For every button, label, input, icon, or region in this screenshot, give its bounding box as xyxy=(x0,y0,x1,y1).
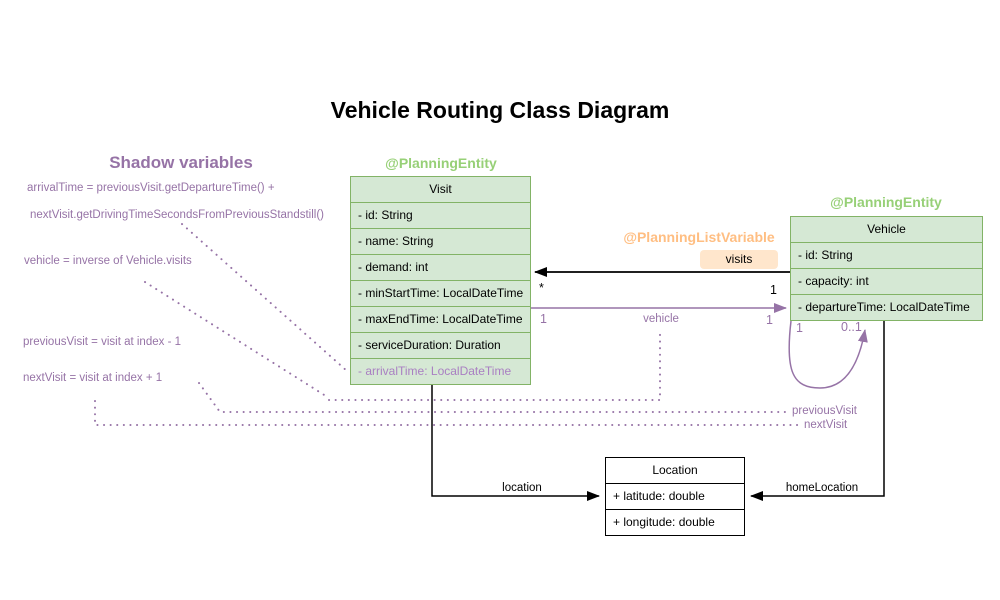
vehicle-field-id: - id: String xyxy=(791,242,982,268)
planning-list-variable-annotation: @PlanningListVariable xyxy=(623,229,775,245)
home-location-edge-label: homeLocation xyxy=(785,482,859,494)
vehicle-class-name: Vehicle xyxy=(867,222,906,236)
visit-class-box: Visit - id: String - name: String - dema… xyxy=(350,176,531,385)
vehicle-planning-entity-annotation: @PlanningEntity xyxy=(830,194,942,210)
vehicle-class-box: Vehicle - id: String - capacity: int - d… xyxy=(790,216,983,321)
chain-loop-mult-start: 1 xyxy=(796,321,803,335)
vehicle-mult-visit-end: 1 xyxy=(540,312,547,326)
visits-edge-label: visits xyxy=(700,250,778,269)
visit-field-name: - name: String xyxy=(351,228,530,254)
visit-class-name: Visit xyxy=(429,182,452,196)
location-class-box: Location + latitude: double + longitude:… xyxy=(605,457,745,536)
vehicle-field-capacity: - capacity: int xyxy=(791,268,982,294)
previous-visit-label: previousVisit xyxy=(792,405,857,417)
note-link-previousvisit xyxy=(198,382,789,413)
location-edge xyxy=(431,385,600,501)
location-class-name: Location xyxy=(652,463,698,477)
visit-field-serviceduration: - serviceDuration: Duration xyxy=(351,332,530,358)
shadow-variables-heading: Shadow variables xyxy=(109,153,253,172)
chain-loop-mult-end: 0..1 xyxy=(841,320,862,334)
visits-mult-vehicle-end: 1 xyxy=(770,283,777,297)
visit-field-arrivaltime: - arrivalTime: LocalDateTime xyxy=(351,358,530,384)
note-link-nextvisit xyxy=(94,400,799,426)
vehicle-mult-vehicle-end: 1 xyxy=(766,313,773,327)
note-arrival-formula-line1: arrivalTime = previousVisit.getDeparture… xyxy=(27,182,275,194)
note-arrival-formula-line2: nextVisit.getDrivingTimeSecondsFromPrevi… xyxy=(30,209,324,221)
visits-mult-visit-end: * xyxy=(539,281,544,295)
visit-planning-entity-annotation: @PlanningEntity xyxy=(385,155,497,171)
note-link-arrivaltime xyxy=(181,223,348,372)
note-previous-visit-formula: previousVisit = visit at index - 1 xyxy=(23,336,181,348)
next-visit-label: nextVisit xyxy=(804,419,848,431)
vehicle-field-departuretime: - departureTime: LocalDateTime xyxy=(791,294,982,320)
note-vehicle-formula: vehicle = inverse of Vehicle.visits xyxy=(24,255,192,267)
location-field-longitude: + longitude: double xyxy=(606,509,744,535)
diagram-title: Vehicle Routing Class Diagram xyxy=(330,97,670,123)
visit-field-id: - id: String xyxy=(351,202,530,228)
vehicle-edge-label: vehicle xyxy=(643,313,679,325)
note-next-visit-formula: nextVisit = visit at index + 1 xyxy=(23,372,163,384)
location-edge-label: location xyxy=(502,482,542,494)
location-field-latitude: + latitude: double xyxy=(606,483,744,509)
visit-field-maxendtime: - maxEndTime: LocalDateTime xyxy=(351,306,530,332)
visit-field-demand: - demand: int xyxy=(351,254,530,280)
visit-field-minstarttime: - minStartTime: LocalDateTime xyxy=(351,280,530,306)
